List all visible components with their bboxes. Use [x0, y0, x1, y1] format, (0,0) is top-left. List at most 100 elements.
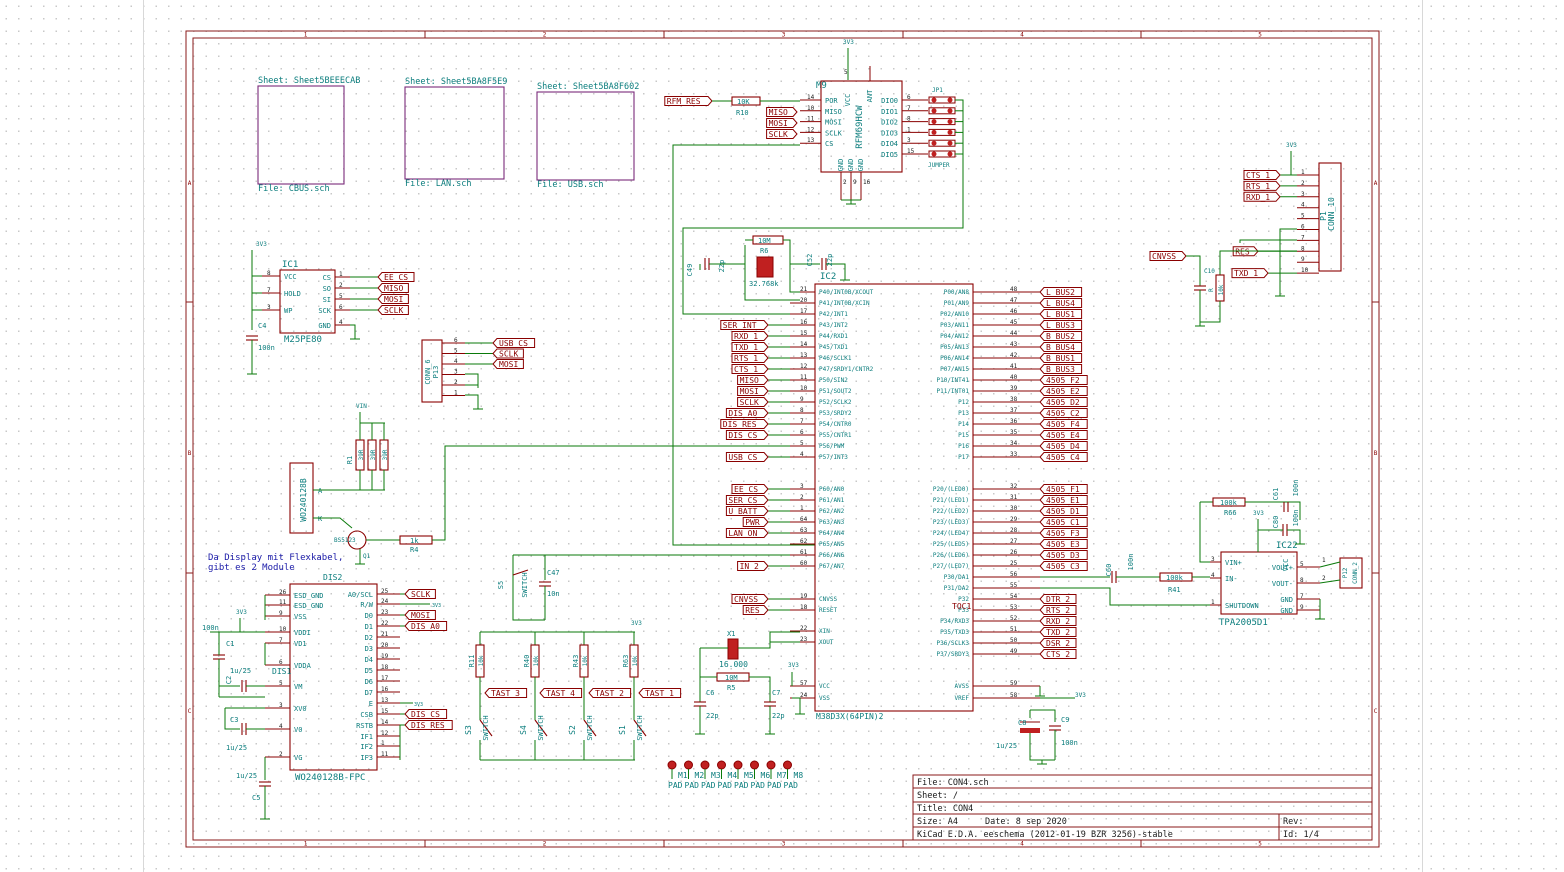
net-rxd_2[interactable]	[1039, 616, 1077, 626]
net-txd_2[interactable]	[1039, 627, 1077, 637]
pin-name: P24/(LED4)	[933, 530, 969, 537]
net-sclk-m9[interactable]	[766, 129, 798, 139]
net-b_bus3[interactable]	[1039, 364, 1083, 374]
net-4505_f3[interactable]	[1039, 528, 1088, 538]
net-p1[interactable]	[1231, 268, 1269, 279]
net-tast_1[interactable]	[638, 688, 682, 698]
net-lan_on[interactable]	[725, 528, 769, 538]
net-dis_res[interactable]	[720, 419, 769, 429]
sheet-box[interactable]	[404, 86, 505, 180]
net-sclk[interactable]	[377, 305, 409, 315]
mounting-pad[interactable]	[766, 760, 776, 770]
net-rfm-res[interactable]	[664, 96, 713, 106]
net-4505_f1[interactable]	[1039, 484, 1088, 494]
mounting-pad[interactable]	[667, 760, 677, 770]
mounting-pad[interactable]	[783, 760, 792, 770]
net-dis2[interactable]	[404, 720, 453, 730]
sheet-box[interactable]	[536, 91, 635, 181]
net-4505_e4[interactable]	[1039, 430, 1088, 440]
mounting-pad[interactable]	[717, 760, 726, 770]
net-p13[interactable]	[492, 359, 524, 369]
net-ee_cs[interactable]	[731, 484, 769, 494]
net-mosi[interactable]	[377, 294, 409, 304]
net-dis2[interactable]	[404, 610, 436, 620]
pin-name: GND	[1280, 596, 1293, 604]
net-4505_f4[interactable]	[1039, 419, 1088, 429]
net-ser_int[interactable]	[720, 320, 769, 330]
mounting-pad[interactable]	[750, 760, 759, 770]
net-dsr_2[interactable]	[1039, 638, 1077, 648]
net-p13[interactable]	[492, 338, 536, 348]
net-4505_c4[interactable]	[1039, 452, 1088, 462]
net-cnvss[interactable]	[1149, 251, 1187, 261]
pin-number: 10	[807, 105, 815, 112]
net-b_bus4[interactable]	[1039, 342, 1083, 352]
net-mosi[interactable]	[737, 386, 769, 396]
net-4505_d3[interactable]	[1039, 550, 1088, 560]
net-mosi-m9[interactable]	[766, 118, 798, 128]
pin-name: P14	[958, 421, 969, 428]
net-pwr[interactable]	[742, 517, 769, 527]
amp-value: TPA2005D1	[1219, 618, 1268, 628]
net-4505_c1[interactable]	[1039, 517, 1088, 527]
net-cts_1[interactable]	[731, 364, 769, 374]
mounting-pad[interactable]	[733, 760, 743, 770]
mounting-pad[interactable]	[700, 760, 710, 770]
net-rts_2[interactable]	[1039, 605, 1077, 615]
net-sclk[interactable]	[737, 397, 769, 407]
p12-connector[interactable]	[1339, 557, 1363, 589]
net-l_bus3[interactable]	[1039, 320, 1083, 330]
net-4505_d2[interactable]	[1039, 397, 1088, 407]
net-miso-m9[interactable]	[766, 107, 798, 117]
pin-number: 1	[907, 126, 911, 133]
net-miso[interactable]	[377, 283, 409, 293]
net-dis2[interactable]	[404, 589, 436, 599]
net-dis2[interactable]	[404, 709, 448, 719]
net-4505_c2[interactable]	[1039, 408, 1088, 418]
net-txd_1[interactable]	[731, 342, 769, 352]
net-tast_3[interactable]	[484, 688, 528, 698]
row-label-right: B	[1374, 450, 1378, 457]
net-l_bus4-text: L_BUS4	[1046, 299, 1075, 308]
net-rxd_1[interactable]	[731, 331, 769, 341]
net-rts_1[interactable]	[731, 353, 769, 363]
net-tast_2[interactable]	[588, 688, 632, 698]
pin-name: P67/AN7	[819, 563, 845, 570]
net-p1[interactable]	[1243, 191, 1281, 202]
net-cts_2[interactable]	[1039, 649, 1077, 659]
net-tast_4[interactable]	[539, 688, 583, 698]
net-cnvss[interactable]	[731, 594, 769, 604]
net-p13[interactable]	[492, 348, 524, 359]
net-ser_cs[interactable]	[725, 495, 769, 505]
net-miso[interactable]	[737, 375, 769, 385]
mounting-pad[interactable]	[684, 760, 693, 770]
net-4505_d1[interactable]	[1039, 506, 1088, 516]
sheet-box[interactable]	[257, 85, 345, 185]
net-4505_e2[interactable]	[1039, 386, 1088, 396]
net-dtr_2[interactable]	[1039, 594, 1077, 604]
net-dis_a0[interactable]	[725, 408, 769, 418]
net-4505_e1[interactable]	[1039, 495, 1088, 505]
pin-number: 24	[800, 692, 808, 699]
net-b_bus2[interactable]	[1039, 331, 1083, 341]
net-u_batt[interactable]	[725, 506, 769, 516]
net-l_bus1[interactable]	[1039, 309, 1083, 319]
net-dis2[interactable]	[404, 621, 448, 631]
net-4505_d4[interactable]	[1039, 441, 1088, 451]
net-p1[interactable]	[1243, 180, 1281, 191]
net-p1[interactable]	[1243, 170, 1281, 180]
net-b_bus1[interactable]	[1039, 353, 1083, 363]
net-l_bus4[interactable]	[1039, 298, 1083, 308]
net-4505_c3[interactable]	[1039, 561, 1088, 571]
net-usb_cs[interactable]	[725, 452, 769, 462]
net-l_bus2[interactable]	[1039, 287, 1083, 297]
net-res[interactable]	[742, 605, 769, 615]
net-ee_cs[interactable]	[377, 272, 415, 282]
net-dis_cs[interactable]	[725, 430, 769, 440]
net-4505_f2[interactable]	[1039, 375, 1088, 385]
pin-number: 53	[1010, 604, 1018, 611]
net-4505_e3[interactable]	[1039, 539, 1088, 549]
net-in_2[interactable]	[737, 561, 769, 571]
